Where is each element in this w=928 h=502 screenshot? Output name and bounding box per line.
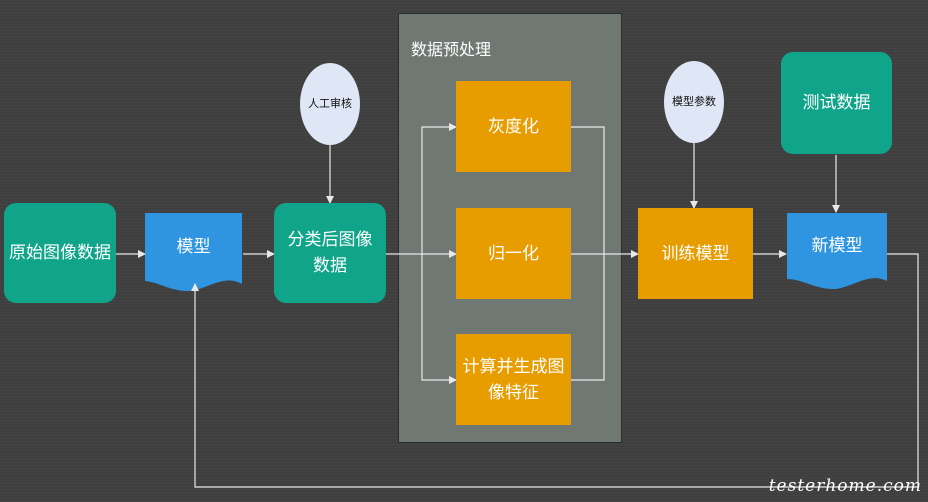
compute-features-label: 计算并生成图像特征	[462, 356, 565, 403]
classified-image-data-node: 分类后图像数据	[274, 203, 386, 303]
edge-feedback-loop	[191, 253, 919, 488]
edge-split-to-grayscale	[421, 123, 457, 254]
test-data-node: 测试数据	[781, 52, 892, 154]
test-data-label: 测试数据	[802, 93, 871, 113]
new-model-label: 新模型	[811, 236, 863, 256]
model-params-label: 模型参数	[672, 95, 716, 108]
model-node-shape	[145, 213, 242, 292]
grayscale-label: 灰度化	[488, 116, 539, 137]
new-model-node-shape	[787, 213, 887, 290]
manual-review-node: 人工审核	[300, 63, 360, 145]
model-params-node: 模型参数	[664, 61, 724, 143]
edge-grayscale-to-train	[571, 126, 605, 254]
edge-features-to-train	[571, 254, 605, 381]
raw-image-data-node: 原始图像数据	[4, 203, 116, 303]
compute-features-node: 计算并生成图像特征	[456, 334, 571, 425]
new-model-node: 新模型	[787, 213, 887, 279]
manual-review-label: 人工审核	[308, 97, 352, 110]
normalize-label: 归一化	[488, 243, 539, 264]
edge-split-to-features	[421, 254, 457, 384]
watermark: testerhome.com	[768, 476, 922, 496]
classified-image-data-label: 分类后图像数据	[287, 230, 373, 276]
model-label: 模型	[176, 237, 211, 257]
preprocessing-group-title: 数据预处理	[411, 40, 492, 59]
train-model-node: 训练模型	[638, 208, 753, 299]
grayscale-node: 灰度化	[456, 81, 571, 172]
normalize-node: 归一化	[456, 208, 571, 299]
train-model-label: 训练模型	[661, 243, 730, 264]
raw-image-data-label: 原始图像数据	[9, 243, 111, 263]
model-node: 模型	[145, 213, 242, 281]
